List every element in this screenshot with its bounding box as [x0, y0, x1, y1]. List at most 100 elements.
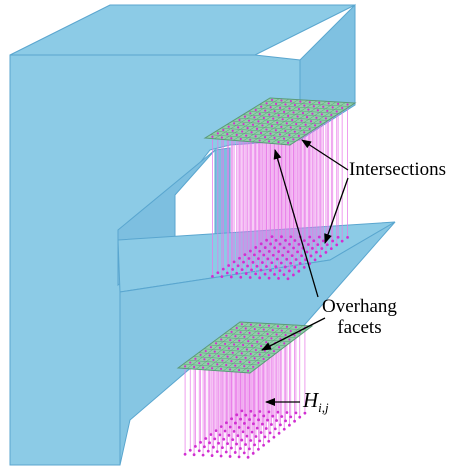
facet-point [274, 129, 278, 132]
facet-grid-line [249, 325, 313, 374]
intersection-point [277, 250, 281, 253]
facet-point [213, 350, 216, 353]
facet-point [252, 336, 255, 339]
facet-grid-line [177, 321, 241, 369]
intersection-point [266, 257, 270, 261]
intersection-point [230, 446, 233, 450]
facet-point [226, 355, 229, 358]
intersection-point [243, 253, 247, 257]
facet-grid-line [214, 98, 280, 139]
intersection-point [237, 425, 241, 429]
intersection-point [248, 249, 252, 253]
facet-point [235, 133, 238, 136]
facet-grid-line [261, 101, 327, 143]
intersection-point [219, 425, 223, 429]
overhang-label-line2: facets [337, 316, 382, 338]
facet-grid-line [270, 101, 337, 144]
facet-point [299, 100, 302, 103]
facet-point [248, 361, 251, 364]
facet-point [229, 338, 232, 342]
intersection-point [197, 449, 201, 453]
intersection-point [294, 258, 298, 261]
intersection-point [239, 447, 242, 450]
intersections-label: Intersections [349, 159, 447, 180]
facet-point [267, 353, 270, 357]
facet-point [231, 351, 234, 354]
facet-point [183, 365, 187, 368]
facet-grid-line [233, 99, 299, 141]
intersection-point [259, 431, 263, 434]
facet-point [280, 329, 283, 332]
facet-point [293, 130, 296, 133]
intersection-point [221, 446, 224, 450]
intersection-point [232, 429, 236, 433]
facet-point [241, 343, 245, 347]
facet-point [243, 115, 247, 118]
lower-overhang-facet [176, 321, 314, 374]
facet-point [204, 349, 207, 353]
intersection-point [265, 265, 268, 268]
intersection-point [259, 242, 263, 246]
intersection-point [246, 264, 249, 268]
facet-point [289, 99, 293, 103]
intersection-point [313, 258, 317, 262]
facet-grid-line [215, 131, 301, 139]
facet-point [288, 134, 291, 137]
intersection-point [297, 269, 301, 273]
facet-point [194, 357, 197, 360]
intersection-point [210, 454, 214, 457]
facet-grid-line [253, 107, 339, 114]
facet-grid-line [195, 322, 259, 370]
intersection-point [220, 275, 224, 279]
facet-point [218, 346, 222, 349]
intersection-point [275, 257, 279, 261]
facet-point [276, 325, 280, 328]
facet-point [331, 106, 334, 109]
facet-point [308, 101, 311, 104]
facet-point [288, 338, 291, 341]
intersection-point [237, 455, 241, 459]
facet-point [235, 326, 238, 330]
facet-grid-line [204, 137, 291, 146]
h-subscript: i,j [318, 400, 329, 415]
facet-point [262, 357, 265, 361]
facet-point [201, 366, 205, 369]
intersection-point [258, 439, 262, 443]
facet-grid-line [280, 102, 346, 145]
intersection-point [245, 434, 249, 438]
intersection-point [199, 441, 202, 444]
intersection-point [221, 267, 225, 271]
intersection-point [271, 253, 275, 257]
facet-point [232, 122, 236, 125]
intersection-point [225, 271, 229, 275]
intersection-point [267, 249, 271, 253]
facet-point [220, 136, 223, 139]
facet-point [296, 115, 299, 118]
facet-point [258, 139, 261, 142]
facet-point [307, 108, 310, 111]
intersection-point [246, 455, 250, 459]
facet-point [237, 126, 240, 129]
intersection-point [269, 269, 272, 272]
intersection-point [315, 250, 318, 254]
intersection-point [336, 235, 340, 239]
intersection-point [297, 242, 301, 246]
intersection-point [279, 261, 283, 265]
intersection-point [262, 414, 266, 418]
facet-point [243, 335, 246, 338]
facet-point [297, 134, 300, 137]
facet-point [258, 324, 262, 327]
facet-point [240, 352, 243, 355]
facet-point [261, 336, 264, 339]
intersection-point [192, 453, 196, 457]
facet-point [346, 103, 349, 106]
facet-point [284, 129, 287, 133]
facet-point [337, 102, 340, 106]
intersection-point [286, 277, 290, 281]
intersection-point [289, 235, 293, 239]
intersection-point [302, 266, 306, 269]
intersection-point [284, 239, 287, 242]
intersection-point [252, 422, 255, 426]
intersection-point [271, 414, 275, 418]
facet-grid-line [264, 101, 350, 107]
